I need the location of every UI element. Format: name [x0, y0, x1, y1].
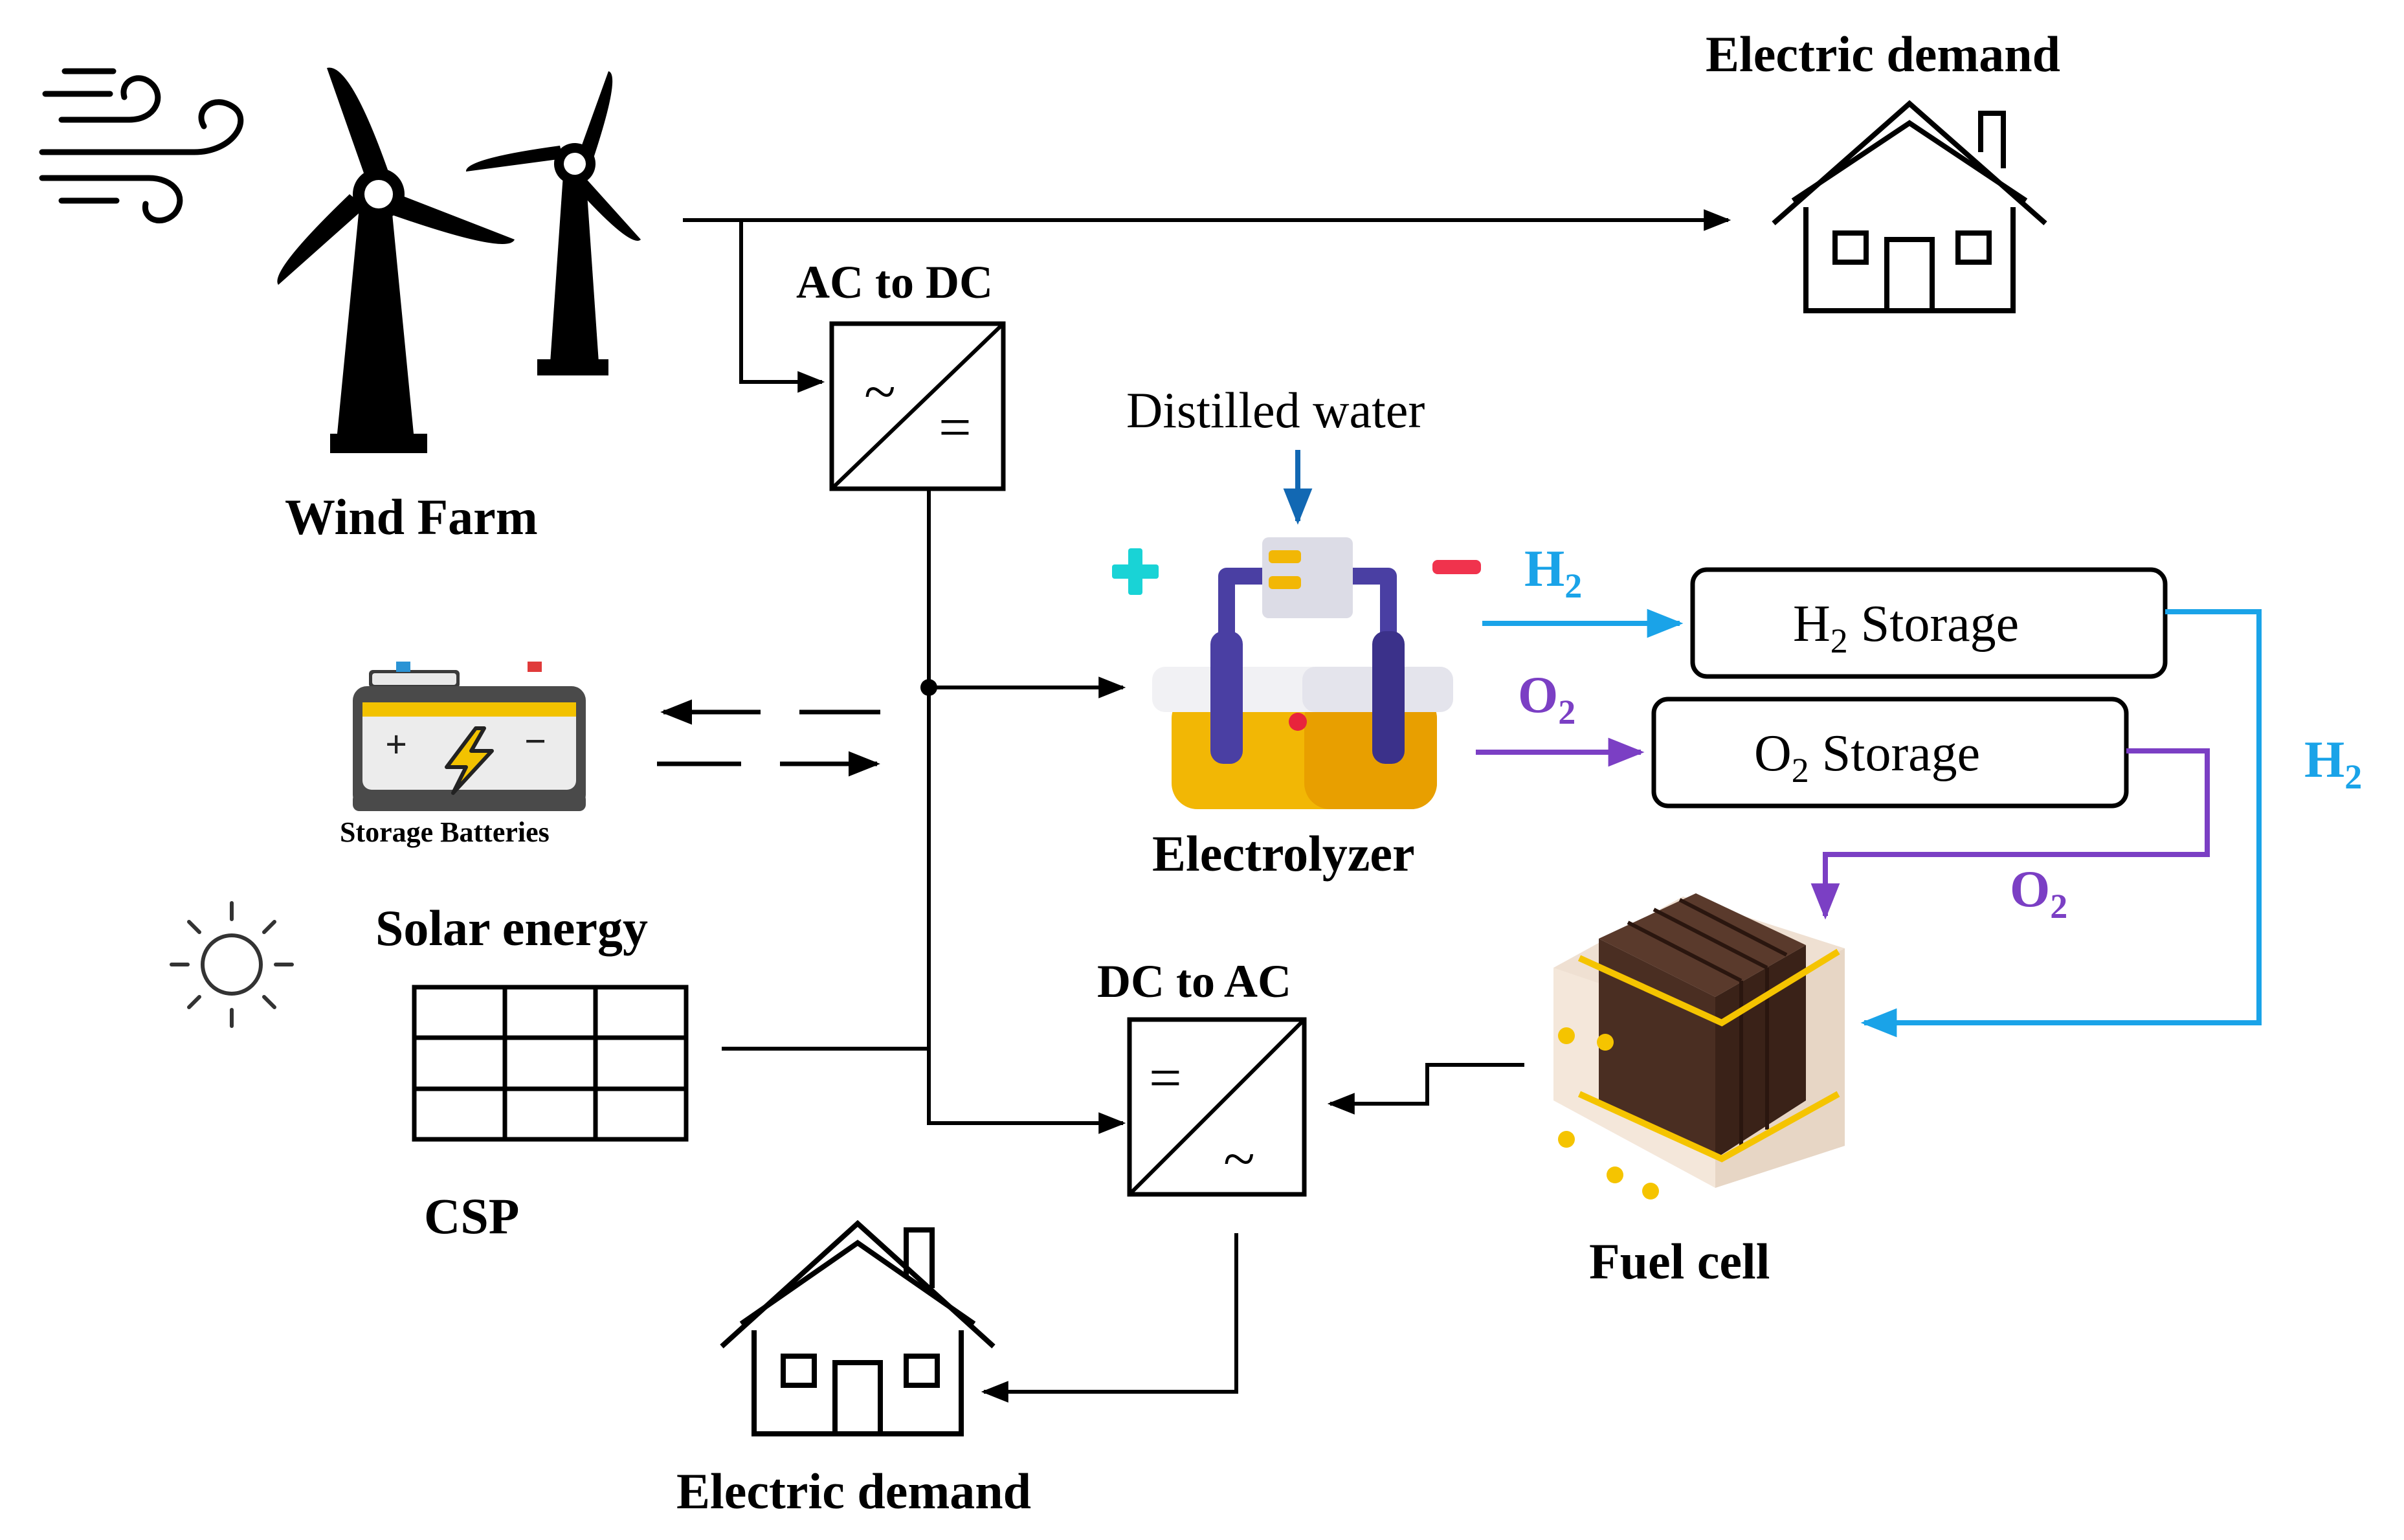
electric-demand-bottom-label: Electric demand — [676, 1463, 1031, 1519]
h2-storage-box — [1690, 567, 2168, 679]
wind-turbine-large-icon — [277, 67, 515, 453]
battery-minus-sign: − — [524, 720, 546, 763]
ac-symbol: ~ — [1223, 1127, 1255, 1191]
h2-supply-label: H2 — [2304, 731, 2362, 796]
sun-icon — [170, 901, 294, 1028]
minus-terminal-icon — [1432, 560, 1481, 574]
battery-icon: + − — [353, 662, 586, 811]
wind-to-acdc-line — [739, 220, 825, 393]
dc-bus-line — [927, 489, 1126, 1134]
dc-symbol: = — [1149, 1046, 1182, 1110]
electric-demand-top-label: Electric demand — [1706, 26, 2060, 82]
solar-panel-icon — [412, 985, 689, 1142]
solar-energy-label: Solar energy — [375, 900, 648, 956]
distilled-water-label: Distilled water — [1126, 382, 1425, 438]
fuel-cell-icon — [1553, 893, 1845, 1200]
house-top-icon — [1772, 100, 2047, 313]
o2-product-label: O2 — [1518, 667, 1575, 731]
ac-to-dc-converter: ~ = — [829, 321, 1006, 491]
fuelcell-to-dcac-line — [1327, 1063, 1524, 1115]
electrolyzer-icon — [1152, 537, 1453, 809]
o2-storage-label: O2 Storage — [1754, 725, 1980, 790]
wind-icon — [39, 68, 244, 224]
house-bottom-icon — [720, 1220, 996, 1436]
dcac-to-demand-line — [981, 1233, 1238, 1403]
h2-product-label: H2 — [1524, 541, 1582, 605]
dc-to-ac-converter: = ~ — [1127, 1017, 1307, 1197]
battery-plus-sign: + — [385, 723, 407, 766]
lightning-icon — [445, 726, 494, 795]
ac-to-dc-label: AC to DC — [796, 256, 993, 308]
fuel-cell-label: Fuel cell — [1589, 1233, 1770, 1289]
wind-turbine-small-icon — [465, 71, 641, 375]
o2-supply-label: O2 — [2010, 861, 2067, 926]
wind-farm-label: Wind Farm — [285, 489, 538, 545]
h2-storage-to-fuelcell-line — [1860, 609, 2262, 1038]
dc-symbol: = — [939, 396, 972, 460]
ac-symbol: ~ — [864, 360, 896, 424]
o2-storage-to-fuelcell-line — [1810, 748, 2210, 920]
storage-batteries-label: Storage Batteries — [340, 816, 550, 848]
dc-to-ac-label: DC to AC — [1097, 955, 1291, 1007]
csp-label: CSP — [424, 1188, 519, 1244]
plus-terminal-icon — [1112, 548, 1159, 595]
electrolyzer-label: Electrolyzer — [1152, 825, 1415, 882]
h2-storage-label: H2 Storage — [1793, 596, 2019, 660]
